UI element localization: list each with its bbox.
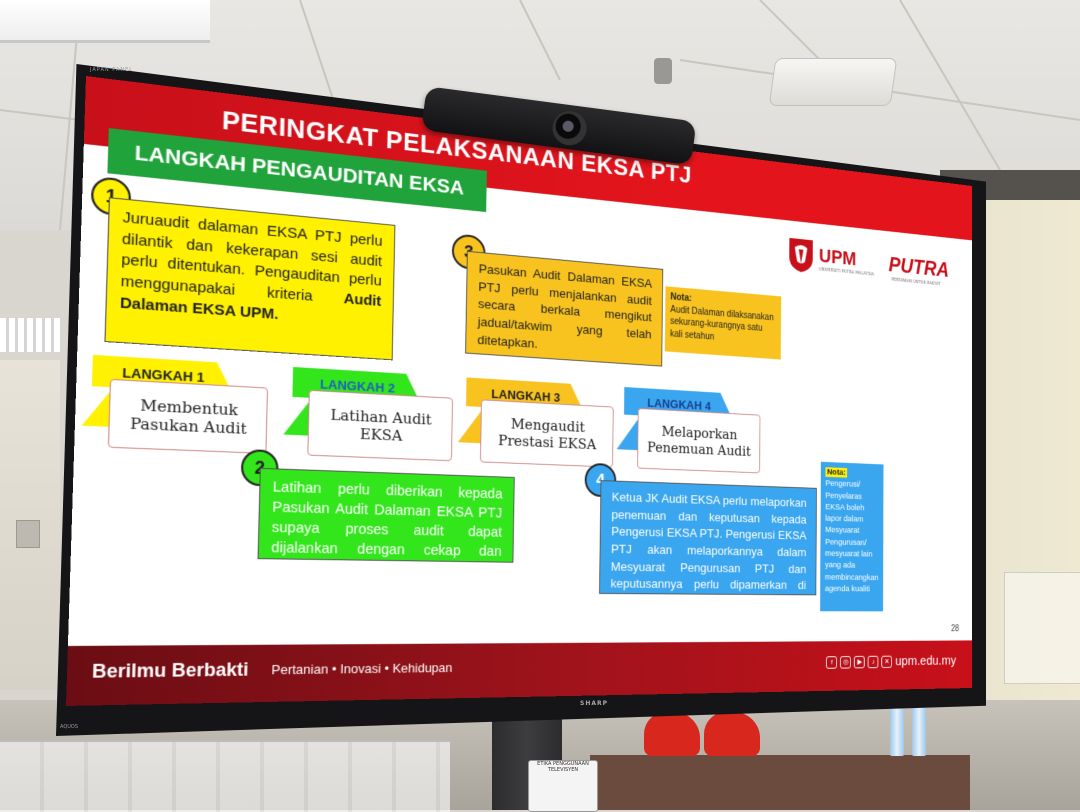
wall-panel xyxy=(1004,572,1080,684)
step-card-2: Latihan Audit EKSA xyxy=(307,389,454,462)
info-box-4: Ketua JK Audit EKSA perlu melaporkan pen… xyxy=(599,480,817,608)
upm-crest-icon xyxy=(789,237,813,274)
footer-url-group: f ◎ ▶ ♪ ✕ upm.edu.my xyxy=(826,653,956,669)
note-box-3: Nota: Audit Dalaman dilaksanakan sekuran… xyxy=(664,286,782,360)
step-card-1: Membentuk Pasukan Audit xyxy=(107,378,269,454)
instagram-icon: ◎ xyxy=(840,655,852,669)
webcam-lens-icon xyxy=(550,109,589,148)
tv-brand-logo: SHARP xyxy=(580,700,609,707)
ceiling-light xyxy=(0,0,210,43)
glass-partition xyxy=(0,740,450,812)
tiktok-icon: ♪ xyxy=(868,655,879,668)
footer-tagline: Pertanian • Inovasi • Kehidupan xyxy=(271,660,453,678)
ceiling-sprinkler xyxy=(654,58,672,84)
step-arrow-3 xyxy=(457,407,483,444)
step-arrow-4 xyxy=(616,416,640,451)
water-bottle xyxy=(912,700,926,756)
step-card-4: Melaporkan Penemuan Audit xyxy=(637,407,761,474)
x-icon: ✕ xyxy=(881,655,893,668)
elephant-watering-can xyxy=(644,712,700,756)
facebook-icon: f xyxy=(826,655,838,669)
footer-url: upm.edu.my xyxy=(895,653,957,669)
info-box-3: Pasukan Audit Dalaman EKSA PTJ perlu men… xyxy=(465,250,664,367)
note-text: Audit Dalaman dilaksanakan sekurang-kura… xyxy=(669,304,774,342)
note-label: Nota: xyxy=(825,467,848,478)
youtube-icon: ▶ xyxy=(854,655,866,668)
step-arrow-2 xyxy=(283,398,311,436)
info-box-1: Juruaudit dalaman EKSA PTJ perlu dilanti… xyxy=(104,197,396,361)
wall-switch xyxy=(16,520,40,548)
footer-motto: Berilmu Berbakti xyxy=(91,659,249,683)
desk-items xyxy=(640,700,970,762)
stand-sign: ETIKA PENGGUNAAN TELEVISYEN xyxy=(528,760,598,812)
desk xyxy=(590,755,970,810)
step-card-3: Mengaudit Prestasi EKSA xyxy=(479,399,614,468)
page-number: 28 xyxy=(950,624,960,634)
step-arrow-1 xyxy=(81,387,112,427)
note-box-4: Nota: Pengerusi/ Penyelaras EKSA boleh l… xyxy=(820,461,884,612)
elephant-watering-can xyxy=(704,712,760,756)
water-bottle xyxy=(890,700,904,756)
info-box-2: Latihan perlu diberikan kepada Pasukan A… xyxy=(257,467,515,577)
ceiling-light xyxy=(0,318,62,352)
tv-panel-label: JAPAN PANEL xyxy=(90,67,134,73)
note-text: Pengerusi/ Penyelaras EKSA boleh lapor d… xyxy=(824,478,879,594)
tv-model-label: AQUOS xyxy=(60,724,79,730)
stand-sign-text: ETIKA PENGGUNAAN TELEVISYEN xyxy=(537,761,589,773)
presentation-slide: PERINGKAT PELAKSANAAN EKSA PTJ UPM UNIVE… xyxy=(65,76,973,706)
